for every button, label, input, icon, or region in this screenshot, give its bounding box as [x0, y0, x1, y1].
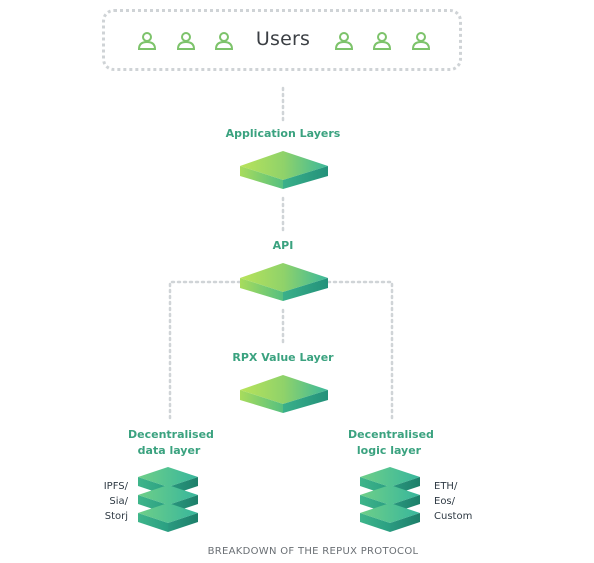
connector-api-data [168, 280, 242, 420]
data-layer-stack [138, 467, 198, 532]
logic-layer-stack [360, 467, 420, 532]
user-icon [334, 32, 354, 50]
users-box [102, 9, 462, 71]
api-block [240, 263, 328, 301]
user-icon [176, 32, 196, 50]
application-layer-block [240, 151, 328, 189]
user-icon [411, 32, 431, 50]
application-layer-label: Application Layers [225, 127, 341, 140]
logic-layer-label: Decentralised logic layer [348, 428, 434, 457]
user-icon [137, 32, 157, 50]
value-layer-label: RPX Value Layer [232, 351, 334, 364]
value-layer-block [240, 375, 328, 413]
logic-platforms-label: ETH/ Eos/ Custom [434, 481, 473, 522]
figure-caption: BREAKDOWN OF THE REPUX PROTOCOL [207, 546, 419, 557]
api-label: API [272, 239, 294, 252]
connector-lines [168, 86, 394, 420]
data-layer-label: Decentralised data layer [128, 428, 214, 457]
user-icon [214, 32, 234, 50]
user-icon [372, 32, 392, 50]
users-title: Users [255, 28, 311, 50]
data-sources-label: IPFS/ Sia/ Storj [103, 481, 128, 522]
